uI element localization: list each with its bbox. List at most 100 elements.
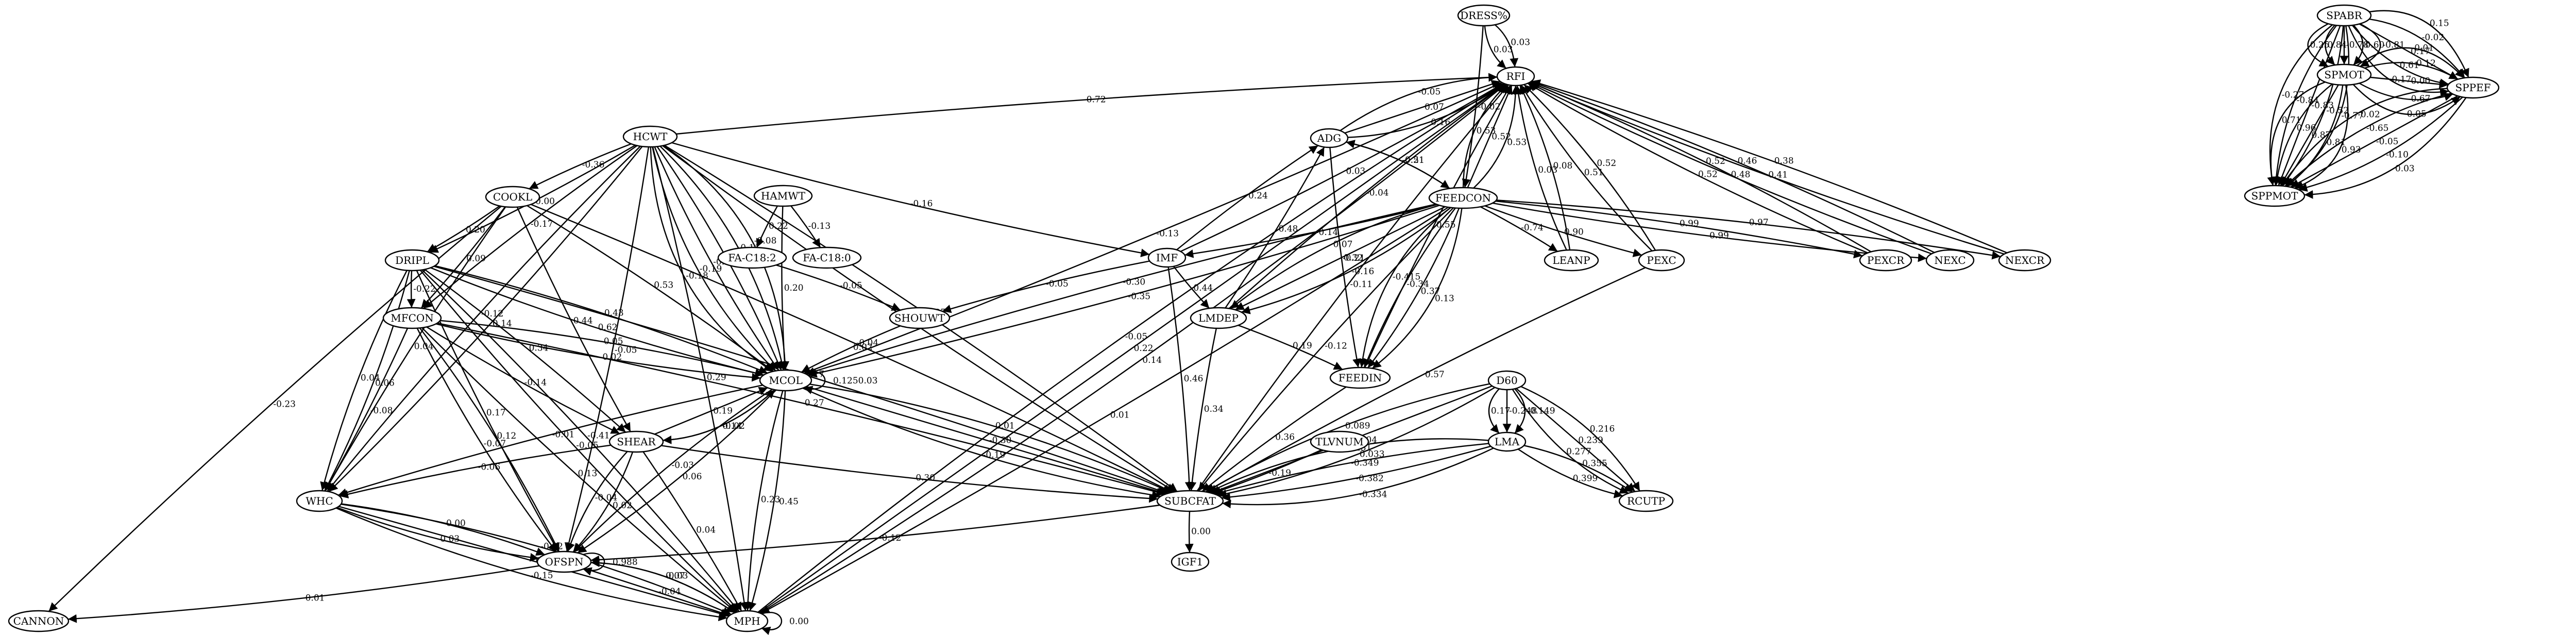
node-hamwt: HAMWT	[753, 185, 813, 207]
node-ellipse	[485, 186, 540, 208]
edge-pexcr-rfi	[1527, 82, 1868, 254]
edge-dress-rfi	[1484, 25, 1507, 69]
edge-label: -0.382	[1355, 474, 1383, 484]
edge-lma-rcutp	[1523, 445, 1633, 493]
node-label: SPMOT	[2324, 69, 2364, 81]
edge-label: 0.20	[466, 225, 485, 235]
edge-subcfat-rfi	[1196, 84, 1509, 492]
edge-dripl-mph	[419, 270, 738, 613]
edge-label: -0.05	[576, 441, 599, 451]
edge-mcol-whc	[337, 385, 763, 497]
node-ellipse	[2446, 76, 2500, 99]
edge-label: -0.19	[700, 264, 722, 274]
edge-label: 0.09	[466, 254, 486, 264]
node-rcutp: RCUTP	[1618, 490, 1674, 512]
edge-fac182-shouwt	[776, 264, 901, 311]
edge-label: 0.06	[683, 472, 702, 482]
node-dress: DRESS%	[1457, 4, 1511, 27]
edge-feedcon-rfi	[1467, 85, 1513, 188]
edge-label: 0.00	[789, 616, 809, 627]
node-adg: ADG	[1310, 128, 1349, 148]
node-ellipse	[1998, 249, 2052, 272]
edge-label: 0.14	[493, 319, 512, 329]
node-label: DRESS%	[1460, 9, 1507, 22]
node-label: WHC	[306, 495, 333, 507]
edge-label: 0.52	[1597, 158, 1616, 169]
edge-dripl-mcol	[434, 265, 768, 374]
edge-label: 0.12	[497, 431, 516, 441]
node-shear: SHEAR	[608, 430, 664, 453]
node-ellipse	[1544, 249, 1599, 272]
edge-lma-subcfat	[1214, 443, 1489, 496]
edge-label: -0.04	[1366, 188, 1389, 198]
edge-feedcon-pexc	[1484, 205, 1642, 257]
edge-label: 0.216	[1590, 424, 1615, 434]
edge-feedcon-lmdep	[1234, 206, 1446, 311]
node-sppmot: SPPMOT	[2244, 185, 2306, 207]
edge-d60-lma	[1514, 388, 1526, 434]
edge-feedcon-mcol	[808, 205, 1440, 378]
edge-label: -0.12	[2413, 58, 2436, 69]
edge-label: 0.52	[1492, 131, 1511, 142]
node-hcwt: HCWT	[622, 125, 678, 148]
edge-whc-mph	[341, 504, 732, 615]
edge-label: -0.77	[2341, 111, 2364, 121]
node-label: SHEAR	[617, 436, 656, 448]
node-ellipse	[296, 490, 343, 512]
edge-label: 0.988	[613, 557, 638, 567]
edge-label: -0.13	[1157, 229, 1179, 239]
node-label: NEXCR	[2005, 254, 2045, 266]
edge-label: 0.51	[1584, 168, 1604, 178]
node-ellipse	[1428, 187, 1498, 209]
edge-label: 0.1250.03	[833, 376, 878, 386]
edge-label: -0.06	[478, 462, 501, 473]
edge-label: 0.27	[805, 398, 824, 408]
edge-hcwt-imf	[671, 142, 1150, 257]
edge-cookl-mfcon	[420, 206, 506, 309]
edge-label: 0.03	[440, 534, 460, 544]
edge-lma-rcutp	[1517, 448, 1623, 498]
edge-label: -0.01	[552, 430, 575, 440]
edge-dripl-mcol	[430, 267, 764, 377]
node-label: PEXCR	[1867, 254, 1905, 266]
edge-label: 0.25	[2310, 40, 2330, 51]
node-label: MCOL	[769, 374, 802, 387]
edge-label: -0.05	[615, 345, 637, 356]
edge-label: 0.48	[1731, 170, 1751, 180]
edge-label: -0.03	[666, 571, 688, 581]
edge-imf-shouwt	[942, 260, 1150, 313]
node-label: SPABR	[2326, 9, 2362, 22]
node-label: ADG	[1317, 132, 1341, 144]
edge-hcwt-mph	[652, 146, 749, 611]
edge-label: -0.02	[1478, 102, 1501, 112]
edge-ofspn-cannon	[67, 565, 540, 623]
edge-label: 0.03	[1494, 45, 1513, 55]
edge-label: 0.36	[1275, 432, 1295, 442]
node-label: SHOUWT	[894, 312, 945, 324]
edge-label: -0.05	[1418, 87, 1441, 97]
edge-feedin-subcfat	[1201, 386, 1347, 492]
edge-label: 0.84	[2328, 40, 2347, 51]
edge-hcwt-ofspn	[564, 146, 650, 552]
edge-label: -0.05	[840, 280, 862, 291]
edge-shear-mcol	[663, 389, 776, 441]
edge-shear-ofspn	[572, 452, 634, 553]
edge-label: 0.05	[2407, 109, 2427, 119]
edge-mcol-ofspn	[577, 389, 777, 554]
node-ellipse	[608, 430, 664, 453]
edge-label: 0.03	[1346, 166, 1366, 177]
node-label: PEXC	[1647, 254, 1676, 266]
node-ellipse	[1496, 66, 1535, 87]
edge-label: 0.399	[1573, 473, 1598, 483]
edge-sppef-sppmot	[2298, 96, 2463, 192]
edge-shear-mph	[642, 451, 742, 612]
edge-cookl-subcfat	[531, 204, 1173, 493]
node-ellipse	[889, 307, 951, 329]
node-label: IGF1	[1177, 556, 1203, 568]
edge-label: 0.19	[1293, 341, 1312, 351]
edge-label: -0.04	[595, 493, 618, 503]
edge-label: -0.02	[600, 352, 622, 362]
edge-d60-subcfat	[1205, 383, 1490, 493]
edge-cookl-whc	[324, 206, 506, 492]
node-whc: WHC	[296, 490, 343, 512]
